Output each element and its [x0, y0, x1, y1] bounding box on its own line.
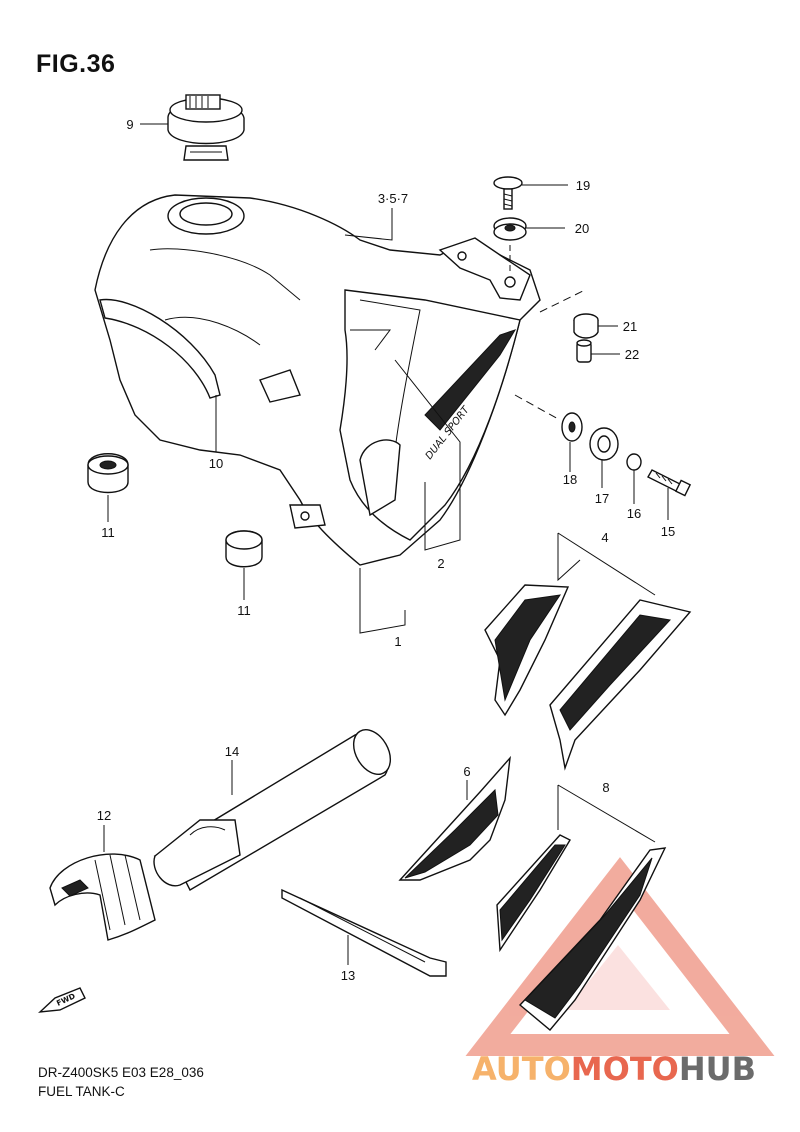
- callout-22: 22: [625, 347, 639, 362]
- callout-1: 1: [394, 634, 401, 649]
- figure-title: FIG.36: [36, 50, 116, 78]
- callout-18: 18: [563, 472, 577, 487]
- callout-17: 17: [595, 491, 609, 506]
- watermark-part-hub: HUB: [678, 1050, 757, 1088]
- callout-3-5-7: 3·5·7: [378, 191, 408, 206]
- callout-10: 10: [209, 456, 223, 471]
- part-collar-22[interactable]: [576, 339, 592, 363]
- callout-9: 9: [126, 117, 133, 132]
- part-fuel-cap[interactable]: [167, 94, 245, 161]
- part-screw-19[interactable]: [493, 176, 523, 210]
- part-grommet-11b[interactable]: [225, 530, 263, 568]
- part-collar-16[interactable]: [626, 453, 642, 471]
- callout-16: 16: [627, 506, 641, 521]
- callout-11b: 11: [237, 603, 251, 618]
- callout-13: 13: [341, 968, 355, 983]
- callout-20: 20: [575, 221, 589, 236]
- watermark-part-auto: AUTO: [472, 1050, 571, 1088]
- callout-19: 19: [576, 178, 590, 193]
- callout-14: 14: [225, 744, 239, 759]
- callout-12: 12: [97, 808, 111, 823]
- part-clamp-12[interactable]: [49, 853, 156, 941]
- callout-11a: 11: [101, 525, 115, 540]
- part-cable-tie-13[interactable]: [281, 888, 447, 977]
- part-protector-14[interactable]: [153, 723, 398, 891]
- part-cushion-21[interactable]: [573, 313, 599, 339]
- watermark-part-moto: MOTO: [570, 1050, 679, 1088]
- callout-2: 2: [437, 556, 444, 571]
- part-grommet-11a[interactable]: [87, 453, 129, 494]
- part-panel-6[interactable]: [398, 755, 511, 881]
- footer-model-code: DR-Z400SK5 E03 E28_036: [38, 1065, 204, 1080]
- part-cushion-18[interactable]: [561, 412, 583, 442]
- callout-4: 4: [601, 530, 608, 545]
- forward-arrow-icon: FWD: [38, 987, 86, 1013]
- part-covers-8[interactable]: [496, 834, 667, 1031]
- watermark-logo: [465, 857, 775, 1056]
- callout-21: 21: [623, 319, 637, 334]
- callout-15: 15: [661, 524, 675, 539]
- watermark-text: AUTOMOTOHUB: [472, 1050, 756, 1088]
- part-fuel-tank[interactable]: DUAL SPORT: [94, 194, 541, 566]
- part-side-covers-4[interactable]: [484, 584, 692, 771]
- callout-8: 8: [602, 780, 609, 795]
- part-grommet-20[interactable]: [493, 217, 527, 241]
- part-bolt-15[interactable]: [647, 469, 692, 497]
- footer-section-name: FUEL TANK-C: [38, 1084, 125, 1099]
- part-cushion-17[interactable]: [589, 427, 619, 461]
- callout-6: 6: [463, 764, 470, 779]
